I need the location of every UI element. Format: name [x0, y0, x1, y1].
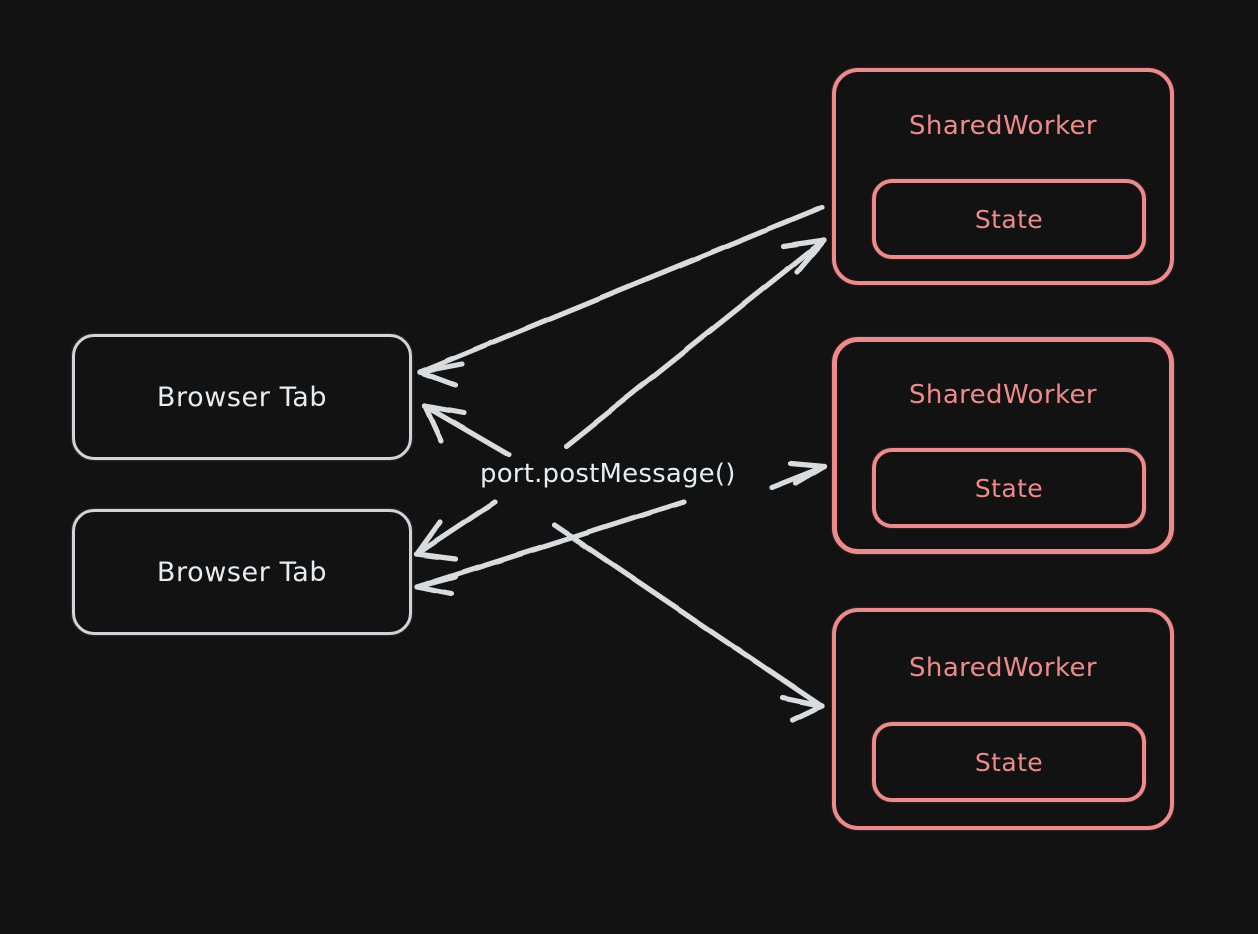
browser-tab-2-label: Browser Tab [156, 556, 328, 588]
arrow-worker3-to-tab2 [414, 499, 687, 597]
shared-worker-3[interactable]: SharedWorker State [832, 608, 1174, 830]
arrow-hub-to-worker3 [551, 522, 825, 723]
shared-worker-2-state-box[interactable]: State [872, 448, 1146, 528]
browser-tab-1-label: Browser Tab [156, 381, 328, 413]
arrow-worker1-to-tab1 [417, 204, 825, 388]
shared-worker-2[interactable]: SharedWorker State [832, 337, 1174, 554]
shared-worker-3-title: SharedWorker [909, 653, 1097, 683]
shared-worker-3-state-box[interactable]: State [872, 722, 1146, 802]
shared-worker-1[interactable]: SharedWorker State [832, 68, 1174, 285]
browser-tab-1[interactable]: Browser Tab [72, 334, 412, 460]
shared-worker-2-state-label: State [974, 473, 1044, 503]
shared-worker-1-title: SharedWorker [909, 111, 1097, 141]
arrow-hub-to-tab2 [414, 499, 498, 562]
shared-worker-2-title: SharedWorker [909, 380, 1097, 410]
port-post-message-label: port.postMessage() [480, 459, 736, 489]
arrow-hub-to-worker1 [563, 237, 827, 449]
arrow-hub-to-tab1 [422, 403, 512, 458]
shared-worker-1-state-box[interactable]: State [872, 179, 1146, 259]
shared-worker-3-state-label: State [974, 747, 1044, 777]
browser-tab-2[interactable]: Browser Tab [72, 509, 412, 635]
arrow-hub-to-worker2 [769, 460, 828, 490]
shared-worker-1-state-label: State [974, 204, 1044, 234]
